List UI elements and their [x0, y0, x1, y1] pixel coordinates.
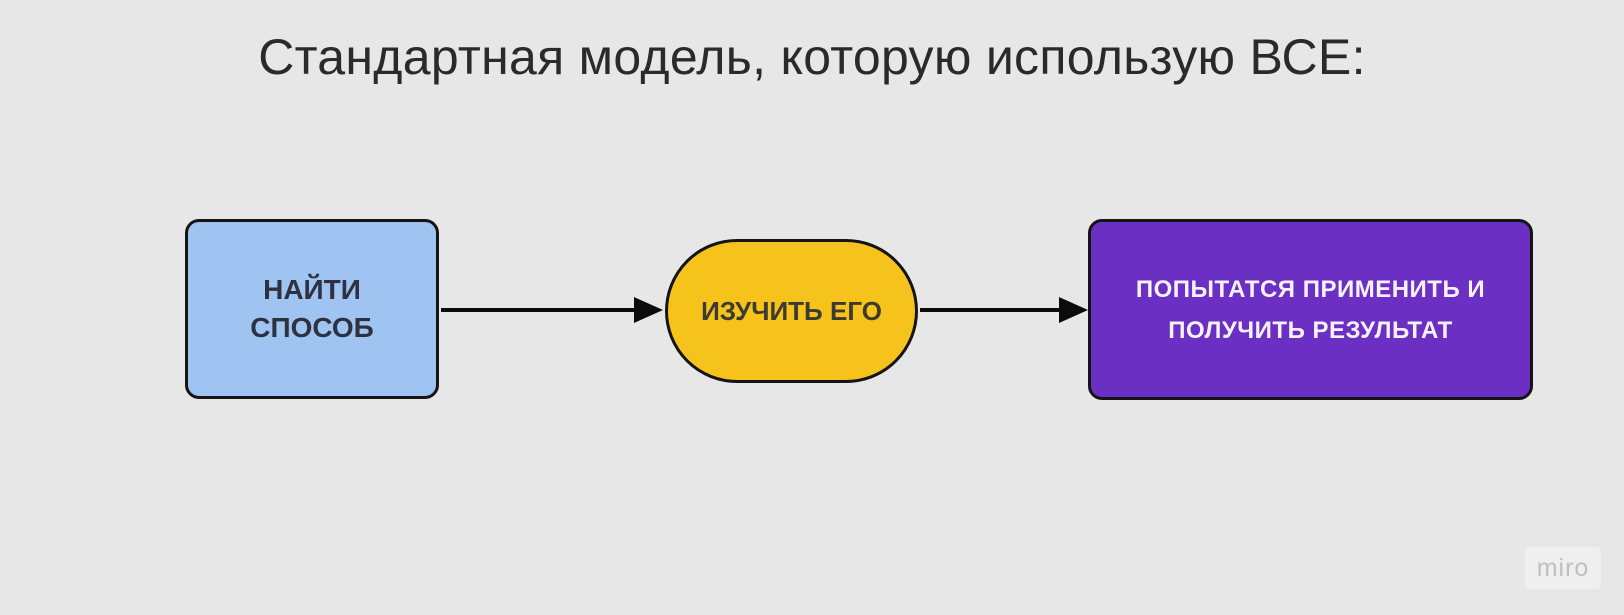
flow-node-label: ИЗУЧИТЬ ЕГО	[701, 296, 882, 326]
flow-node-label: ПОПЫТАТСЯ ПРИМЕНИТЬ И ПОЛУЧИТЬ РЕЗУЛЬТАТ	[1135, 275, 1486, 344]
arrowhead-right-icon	[1059, 297, 1088, 323]
board-title[interactable]: Стандартная модель, которую использую ВС…	[258, 29, 1366, 85]
connector-find-to-study[interactable]	[441, 297, 663, 323]
flow-node-study-it[interactable]: ИЗУЧИТЬ ЕГО	[665, 239, 918, 383]
miro-watermark: miro	[1525, 547, 1601, 589]
flow-node-apply-and-get-result[interactable]: ПОПЫТАТСЯ ПРИМЕНИТЬ И ПОЛУЧИТЬ РЕЗУЛЬТАТ	[1088, 219, 1533, 400]
flow-node-label: НАЙТИ СПОСОБ	[250, 274, 374, 343]
connector-line	[441, 308, 637, 312]
connector-study-to-apply[interactable]	[920, 297, 1088, 323]
flow-node-find-way[interactable]: НАЙТИ СПОСОБ	[185, 219, 439, 399]
arrowhead-right-icon	[634, 297, 663, 323]
miro-watermark-label: miro	[1536, 553, 1590, 582]
connector-line	[920, 308, 1062, 312]
